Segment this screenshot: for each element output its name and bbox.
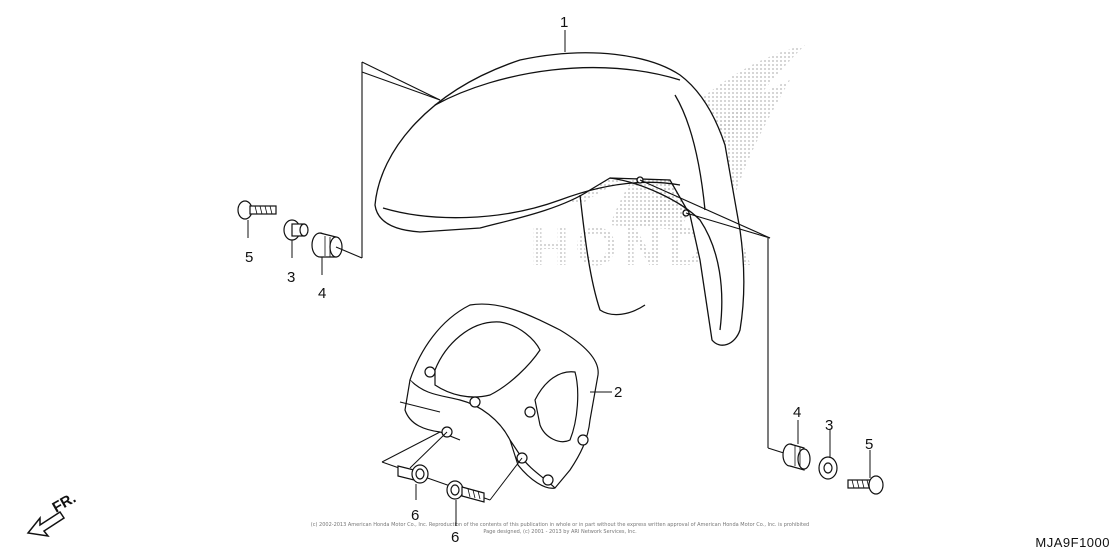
right-hardware [782, 420, 884, 495]
bolt-right [847, 475, 884, 495]
callout-3-left: 3 [287, 269, 295, 286]
collar-right [818, 456, 838, 480]
leader-lines [564, 30, 612, 393]
callout-4-left: 4 [318, 285, 326, 302]
grommet-left [311, 232, 343, 258]
callout-6-b: 6 [451, 529, 459, 546]
callout-3-right: 3 [825, 417, 833, 434]
bolt-6b [446, 480, 485, 503]
front-fender [361, 52, 791, 456]
grommet-right [782, 443, 811, 471]
callout-1: 1 [560, 14, 568, 31]
left-hardware [237, 200, 363, 275]
direction-label: FR. [50, 490, 79, 517]
collar-left [283, 219, 309, 241]
copyright-notice: (c) 2002-2013 American Honda Motor Co., … [300, 522, 820, 536]
callout-5-right: 5 [865, 436, 873, 453]
callout-4-right: 4 [793, 404, 801, 421]
callout-6-a: 6 [411, 507, 419, 524]
bolt-left [237, 200, 277, 220]
diagram-code: MJA9F1000 [1035, 535, 1110, 550]
front-direction-arrow: FR. [26, 490, 79, 538]
bolts-part-6 [397, 464, 485, 526]
callout-2: 2 [614, 384, 622, 401]
fender-stay [381, 303, 599, 501]
callout-5-left: 5 [245, 249, 253, 266]
bolt-6a [397, 464, 429, 484]
arrow-icon [26, 510, 66, 538]
copyright-line-2: Page designed, (c) 2001 - 2013 by ARI Ne… [483, 529, 637, 535]
copyright-line-1: (c) 2002-2013 American Honda Motor Co., … [310, 522, 810, 528]
